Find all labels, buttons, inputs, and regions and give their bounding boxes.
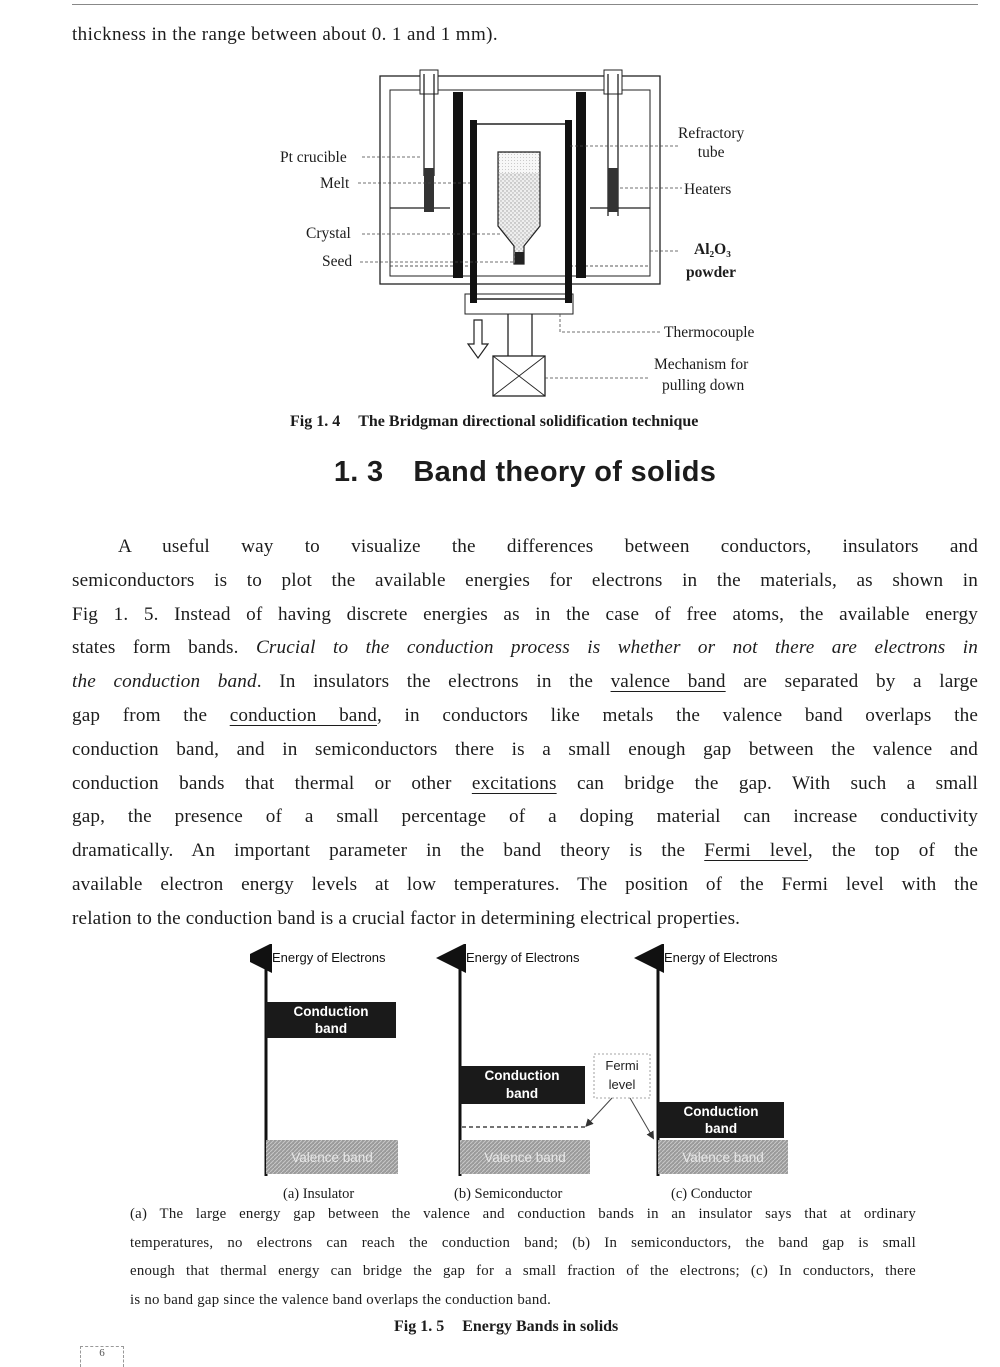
fermi-callout-line1: Fermi (605, 1058, 638, 1073)
furnace-outer (379, 75, 661, 285)
fermi-callout-box (593, 1053, 651, 1099)
fig15-caption: Fig 1. 5 Energy Bands in solids (394, 1318, 618, 1336)
axis-label-a: Energy of Electrons (272, 950, 386, 965)
label-thermocouple: Thermocouple (664, 324, 755, 341)
label-powder: powder (686, 264, 736, 281)
conduction-band-b (460, 1066, 585, 1104)
description-line: (a) The large energy gap between the val… (130, 1206, 916, 1222)
fig14-caption-number: Fig 1. 4 (290, 413, 341, 430)
conduction-band-a (266, 1002, 396, 1038)
label-pt-crucible: Pt crucible (280, 149, 347, 166)
continued-text-line: thickness in the range between about 0. … (72, 24, 499, 45)
paragraph-line: available electron energy levels at low … (72, 873, 978, 895)
paragraph-line: relation to the conduction band is a cru… (72, 907, 741, 929)
subfigure-label-c: (c) Conductor (671, 1186, 752, 1202)
section-title: Band theory of solids (413, 456, 717, 488)
description-line: temperatures, no electrons can reach the… (130, 1234, 916, 1251)
text-run: are separated by a large (725, 671, 978, 693)
italic-run: the conduction band (72, 671, 257, 693)
text-run: dramatically. An important parameter in … (72, 840, 705, 862)
paragraph-line: gap from the conduction band, in conduct… (72, 699, 978, 733)
paragraph-line: A useful way to visualize the difference… (118, 536, 978, 557)
energy-bands-diagram: Energy of Electrons Conduction band Vale… (250, 944, 788, 1176)
valence-label-a: Valence band (291, 1150, 373, 1165)
underlined-term-fermi-level: Fermi level (704, 840, 808, 862)
description-line: is no band gap since the valence band ov… (130, 1291, 552, 1308)
description-line: enough that thermal energy can bridge th… (130, 1263, 916, 1279)
label-melt: Melt (320, 175, 350, 192)
label-heaters: Heaters (684, 181, 732, 198)
band-label-c: band (705, 1121, 737, 1136)
conduction-label-c: Conduction (684, 1104, 759, 1119)
fermi-pointer-c (629, 1097, 655, 1140)
paragraph-line: Fig 1. 5. Instead of having discrete ene… (72, 603, 978, 625)
axis-label-c: Energy of Electrons (664, 950, 778, 965)
subfigure-label-b: (b) Semiconductor (454, 1186, 563, 1202)
seed (515, 252, 524, 264)
text-run: , in conductors like metals the valence … (376, 704, 978, 726)
valence-band-b (460, 1140, 590, 1174)
fig14-caption: Fig 1. 4 The Bridgman directional solidif… (290, 413, 698, 431)
paragraph-line: dramatically. An important parameter in … (72, 834, 978, 868)
label-pulling-down: pulling down (662, 377, 745, 394)
fermi-callout-line2: level (609, 1077, 636, 1092)
underlined-term-excitations: excitations (471, 772, 557, 794)
paragraph-line: conduction bands that thermal or other e… (72, 767, 978, 801)
paragraph-line: conduction band, and in semiconductors t… (72, 738, 978, 760)
valence-band-c (658, 1140, 788, 1174)
axis-label-b: Energy of Electrons (466, 950, 580, 965)
band-label-a: band (315, 1021, 347, 1036)
fermi-pointer-b (585, 1097, 613, 1127)
conduction-label-b: Conduction (485, 1068, 560, 1083)
section-number: 1. 3 (333, 456, 384, 488)
text-run: . In insulators the electrons in the (256, 671, 611, 693)
page-number: 6 (80, 1346, 124, 1367)
section-heading: 1. 3 Band theory of solids (0, 456, 1000, 489)
conduction-band-c (658, 1102, 784, 1138)
fig14-caption-text: The Bridgman directional solidification … (358, 413, 699, 430)
underlined-term-conduction-band: conduction band (229, 704, 377, 726)
band-label-b: band (506, 1086, 538, 1101)
underlined-term-valence-band: valence band (610, 671, 726, 693)
valence-band-a (266, 1140, 398, 1174)
heater-left (453, 92, 463, 278)
text-run: gap from the (72, 704, 230, 726)
bridgman-diagram (358, 69, 682, 397)
fig15-caption-text: Energy Bands in solids (462, 1318, 619, 1335)
paragraph-line: semiconductors is to plot the available … (72, 569, 978, 591)
heater-right (576, 92, 586, 278)
paragraph-line: the conduction band. In insulators the e… (72, 665, 978, 699)
energy-bands-figure: Energy of Electrons Conduction band Vale… (250, 944, 810, 1204)
label-mechanism: Mechanism for (654, 356, 749, 373)
fig15-description: (a) The large energy gap between the val… (130, 1200, 916, 1314)
text-run: can bridge the gap. With such a small (556, 772, 978, 794)
label-al2o3: Al₂O₃ (694, 241, 731, 258)
fig15-caption-number: Fig 1. 5 (394, 1318, 445, 1335)
conduction-label-a: Conduction (294, 1004, 369, 1019)
label-seed: Seed (322, 253, 353, 270)
text-run: conduction bands that thermal or other (72, 772, 472, 794)
valence-label-c: Valence band (682, 1150, 764, 1165)
valence-label-b: Valence band (484, 1150, 566, 1165)
italic-run: Crucial to the conduction process is whe… (255, 637, 978, 659)
text-run: , the top of the (807, 840, 978, 862)
body-paragraph: A useful way to visualize the difference… (72, 530, 978, 936)
label-crystal: Crystal (306, 225, 351, 242)
label-refractory-tube: Refractory tube (678, 125, 745, 162)
paragraph-line: gap, the presence of a small percentage … (72, 806, 978, 828)
bridgman-figure: Pt crucible Melt Crystal Seed Refractory… (270, 66, 790, 406)
text-run: states form bands. (72, 637, 256, 659)
top-rule (72, 4, 978, 5)
paragraph-line: states form bands. Crucial to the conduc… (72, 631, 978, 665)
subfigure-label-a: (a) Insulator (283, 1186, 355, 1202)
